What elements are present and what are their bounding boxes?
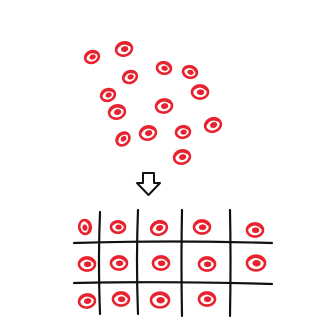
grid-line-6 (230, 210, 231, 316)
dot-core (161, 65, 168, 71)
scattered-dot-4 (156, 61, 172, 75)
grid-dot-5 (247, 223, 263, 236)
grid-line-3 (99, 212, 100, 314)
dot-core (178, 153, 187, 160)
down-arrow-icon (137, 173, 160, 195)
dot-core (84, 261, 91, 267)
scattered-dot-7 (192, 85, 208, 98)
scattered-dot-13 (114, 130, 132, 148)
scattered-dot-14 (173, 149, 192, 166)
grid-dot-11 (78, 293, 96, 309)
grid-dot-3 (149, 219, 169, 237)
dot-core (180, 129, 187, 135)
dot-core (197, 89, 204, 95)
grid-dot-1 (78, 219, 92, 235)
grid-line-4 (137, 210, 138, 314)
grid-dot-9 (199, 257, 215, 270)
dot-core (204, 261, 211, 267)
grid-dot-2 (111, 221, 125, 232)
dot-core (118, 296, 125, 302)
scattered-dot-12 (175, 125, 191, 139)
dot-core (144, 129, 153, 136)
dot-core (127, 73, 135, 80)
dot-core (155, 224, 164, 232)
scattered-dot-6 (99, 87, 116, 103)
scattered-dot-11 (139, 125, 158, 142)
dot-core (199, 224, 206, 230)
scattered-dot-1 (83, 49, 100, 65)
dot-core (120, 45, 129, 52)
scattered-dot-3 (121, 69, 139, 85)
dot-core (116, 260, 123, 266)
dot-core (84, 298, 92, 305)
dot-core (115, 225, 121, 230)
grid-dot-12 (113, 292, 129, 305)
dot-core (113, 108, 122, 115)
grid-line-2 (74, 282, 272, 284)
grid-dot-13 (151, 293, 169, 308)
grid-dot-4 (194, 220, 210, 233)
scattered-dot-2 (115, 41, 134, 58)
dot-core (158, 260, 165, 266)
dot-core (209, 121, 218, 129)
dot-core (82, 224, 88, 231)
grid-dot-14 (199, 292, 215, 305)
dot-core (252, 227, 259, 233)
grid-dot-10 (247, 256, 265, 271)
scattered-dot-10 (203, 116, 223, 134)
grid-line-5 (182, 210, 183, 316)
dot-core (252, 260, 260, 266)
grid-dot-8 (153, 256, 169, 269)
dot-core (105, 92, 113, 99)
grid-dot-6 (79, 257, 95, 270)
scattered-dot-8 (108, 104, 127, 121)
dot-core (156, 297, 164, 303)
dot-core (204, 296, 211, 302)
dot-core (187, 69, 195, 76)
scattered-dot-5 (182, 65, 198, 80)
grid-dot-7 (111, 256, 127, 269)
dot-core (89, 54, 97, 61)
dot-core (161, 103, 169, 110)
scattered-dot-9 (155, 98, 173, 114)
grid-line-1 (74, 242, 272, 244)
